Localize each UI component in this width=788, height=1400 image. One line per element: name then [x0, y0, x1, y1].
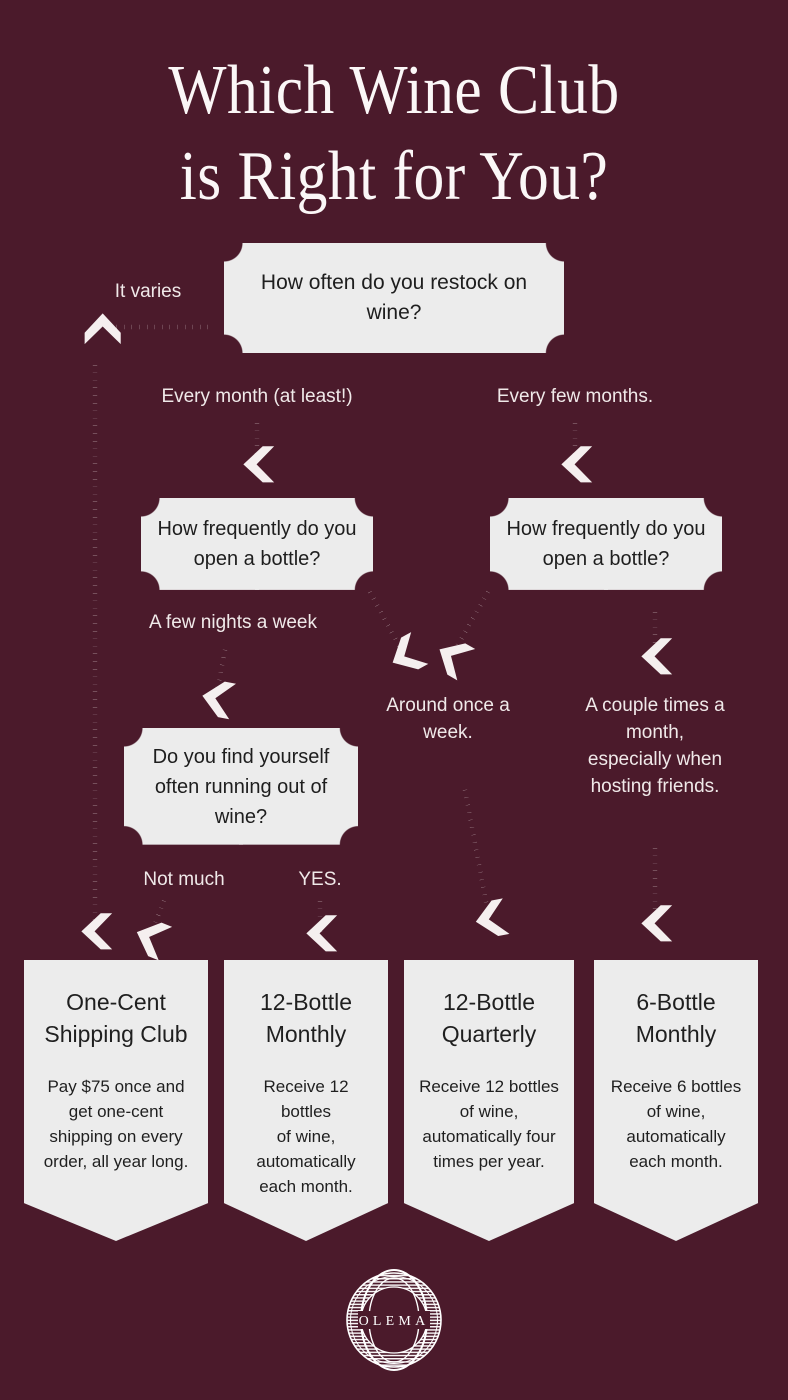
result-title: 12-Bottle Quarterly [441, 989, 537, 1047]
result-title: 12-Bottle Monthly [259, 989, 353, 1047]
node-running-out-question[interactable]: Do you find yourself often running out o… [124, 728, 358, 845]
title-line-1: Which Wine Club [168, 52, 620, 129]
label-it-varies: It varies [114, 281, 182, 302]
result-card-12-bottle-quarterly[interactable]: 12-Bottle Quarterly Receive 12 bottles o… [404, 960, 574, 1241]
node-restock-question[interactable]: How often do you restock on wine? [224, 243, 564, 353]
label-every-month: Every month (at least!) [161, 386, 353, 407]
page-title: Which Wine Club is Right for You? [47, 48, 740, 220]
label-around-once-week: Around once a week. [386, 695, 510, 743]
result-card-one-cent-shipping-club[interactable]: One-Cent Shipping Club Pay $75 once and … [24, 960, 208, 1241]
logo-wordmark: OLEMA [359, 1314, 430, 1329]
result-description: Receive 6 bottles of wine, automatically… [610, 1077, 742, 1171]
node-open-bottle-right-text: How frequently do you open a bottle? [506, 518, 706, 570]
arrow-right-around-once-week [439, 590, 490, 681]
label-every-few-months: Every few months. [496, 386, 654, 407]
arrow-not-much [136, 900, 173, 961]
node-running-out-question-text: Do you find yourself often running out o… [152, 745, 330, 828]
label-not-much: Not much [143, 869, 225, 890]
arrow-around-once-week-to-result [462, 789, 510, 936]
result-title: 6-Bottle Monthly [635, 989, 717, 1047]
result-title: One-Cent Shipping Club [44, 989, 188, 1047]
brand-logo: OLEMA [0, 1262, 788, 1378]
result-description: Pay $75 once and get one-cent shipping o… [43, 1077, 189, 1171]
node-open-bottle-left[interactable]: How frequently do you open a bottle? [141, 498, 373, 590]
result-card-6-bottle-monthly[interactable]: 6-Bottle Monthly Receive 6 bottles of wi… [594, 960, 758, 1241]
label-few-nights-week: A few nights a week [149, 612, 317, 633]
label-yes: YES. [298, 869, 342, 890]
olema-logo-icon: OLEMA [334, 1262, 454, 1378]
result-card-12-bottle-monthly[interactable]: 12-Bottle Monthly Receive 12 bottles of … [224, 960, 388, 1241]
node-open-bottle-right[interactable]: How frequently do you open a bottle? [490, 498, 722, 590]
title-line-2: is Right for You? [179, 138, 609, 215]
result-description: Receive 12 bottles of wine, automaticall… [419, 1077, 559, 1171]
node-restock-question-text: How often do you restock on wine? [260, 271, 528, 324]
result-description: Receive 12 bottles of wine, automaticall… [256, 1077, 356, 1196]
arrow-left-around-once-week [368, 590, 429, 670]
arrow-few-nights-week [202, 649, 236, 720]
label-couple-times-month: A couple times a month, especially when … [585, 695, 725, 797]
node-open-bottle-left-text: How frequently do you open a bottle? [157, 518, 357, 570]
